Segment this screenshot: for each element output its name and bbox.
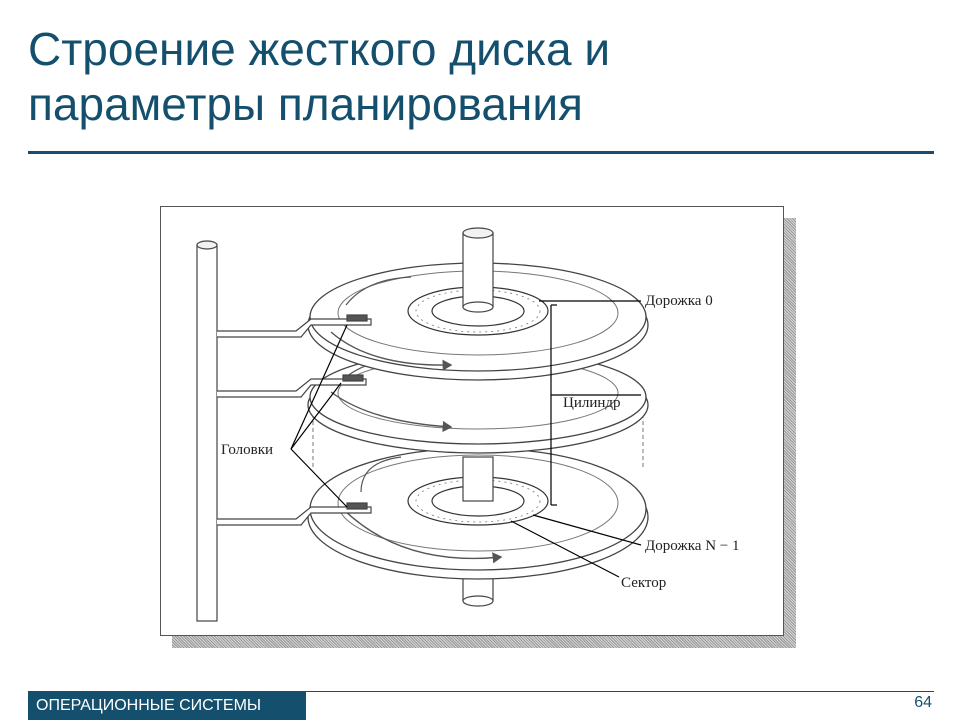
footer-rule bbox=[306, 691, 934, 692]
label-heads: Головки bbox=[221, 442, 273, 458]
page-number: 64 bbox=[914, 694, 932, 711]
spindle-top bbox=[462, 227, 494, 313]
hard-disk-diagram: Дорожка 0 Цилиндр Головки Дорожка N − 1 … bbox=[196, 227, 739, 622]
spindle-mid bbox=[462, 456, 494, 502]
platter-top bbox=[307, 262, 649, 381]
hard-disk-figure: Дорожка 0 Цилиндр Головки Дорожка N − 1 … bbox=[160, 206, 784, 636]
head-arms bbox=[217, 314, 372, 526]
label-track-0: Дорожка 0 bbox=[645, 293, 713, 309]
leader-lines bbox=[290, 300, 642, 578]
title-underline bbox=[28, 151, 934, 154]
label-cylinder: Цилиндр bbox=[563, 395, 621, 411]
label-sector: Сектор bbox=[621, 575, 666, 591]
actuator-post bbox=[196, 240, 218, 622]
label-track-n-1: Дорожка N − 1 bbox=[645, 538, 739, 554]
footer-course-name: ОПЕРАЦИОННЫЕ СИСТЕМЫ bbox=[28, 691, 306, 720]
slide-title: Строение жесткого диска и параметры план… bbox=[28, 22, 928, 132]
slide-title-line-2: параметры планирования bbox=[28, 78, 583, 130]
slide-title-line-1: Строение жесткого диска и bbox=[28, 23, 611, 75]
